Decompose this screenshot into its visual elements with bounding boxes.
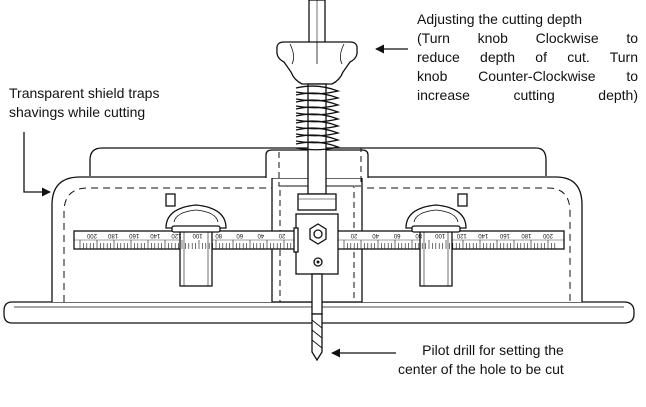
drill-callout-line-2: center of the hole to be cut xyxy=(398,361,564,377)
scale-number: 80 xyxy=(415,232,422,238)
scale-number: 160 xyxy=(499,232,510,238)
shield-callout: Transparent shield traps shavings while … xyxy=(9,84,159,122)
depth-callout-line-1: Adjusting the cutting depth xyxy=(417,11,583,27)
scale-numbers-left: 200 180 160 140 120 100 80 60 40 20 xyxy=(86,232,285,238)
depth-callout-line-5: increase cutting depth) xyxy=(417,87,638,103)
scale-numbers-right: 20 40 60 80 100 120 140 160 180 200 xyxy=(350,232,553,238)
spring-coil xyxy=(295,141,341,151)
pilot-drill-callout: Pilot drill for setting the center of th… xyxy=(398,341,564,379)
drill-callout-line-1: Pilot drill for setting the xyxy=(422,342,564,358)
depth-callout-line-4: knob Counter-Clockwise to xyxy=(417,68,638,84)
scale-number: 20 xyxy=(278,232,285,238)
scale-number: 200 xyxy=(86,232,97,238)
shield-arrow xyxy=(23,132,51,197)
scale-number: 60 xyxy=(393,232,400,238)
depth-callout-line-2: (Turn knob Clockwise to xyxy=(417,30,638,46)
left-window xyxy=(165,193,176,207)
shield-callout-line-1: Transparent shield traps xyxy=(9,85,160,101)
depth-spring xyxy=(295,85,341,151)
depth-adjust-callout: Adjusting the cutting depth (Turn knob C… xyxy=(417,10,638,105)
scale-number: 100 xyxy=(192,232,203,238)
scale-number: 140 xyxy=(150,232,161,238)
scale-number: 160 xyxy=(129,232,140,238)
scale-number: 20 xyxy=(350,232,357,238)
chuck-collar xyxy=(297,193,337,211)
scale-number: 180 xyxy=(521,232,532,238)
shield-inner-dashed xyxy=(63,187,571,302)
right-window xyxy=(457,193,468,207)
scale-number: 180 xyxy=(107,232,118,238)
scale-number: 120 xyxy=(171,232,182,238)
scale-number: 200 xyxy=(542,232,553,238)
depth-callout-line-3: reduce depth of cut. Turn xyxy=(417,49,638,65)
right-clamp-knob xyxy=(405,204,467,287)
chuck-side-block xyxy=(293,227,299,253)
scale-ticks xyxy=(79,240,556,249)
shield-callout-line-2: shavings while cutting xyxy=(9,104,146,120)
scale-number: 120 xyxy=(456,232,467,238)
scale-number: 140 xyxy=(478,232,489,238)
scale-number: 80 xyxy=(215,232,222,238)
scale-number: 40 xyxy=(372,232,379,238)
scale-number: 60 xyxy=(236,232,243,238)
left-clamp-knob xyxy=(165,204,227,287)
pilot-drill-shank xyxy=(311,273,323,315)
chuck-hex-bolt xyxy=(309,223,327,245)
scale-number: 40 xyxy=(257,232,264,238)
scale-number: 100 xyxy=(435,232,446,238)
